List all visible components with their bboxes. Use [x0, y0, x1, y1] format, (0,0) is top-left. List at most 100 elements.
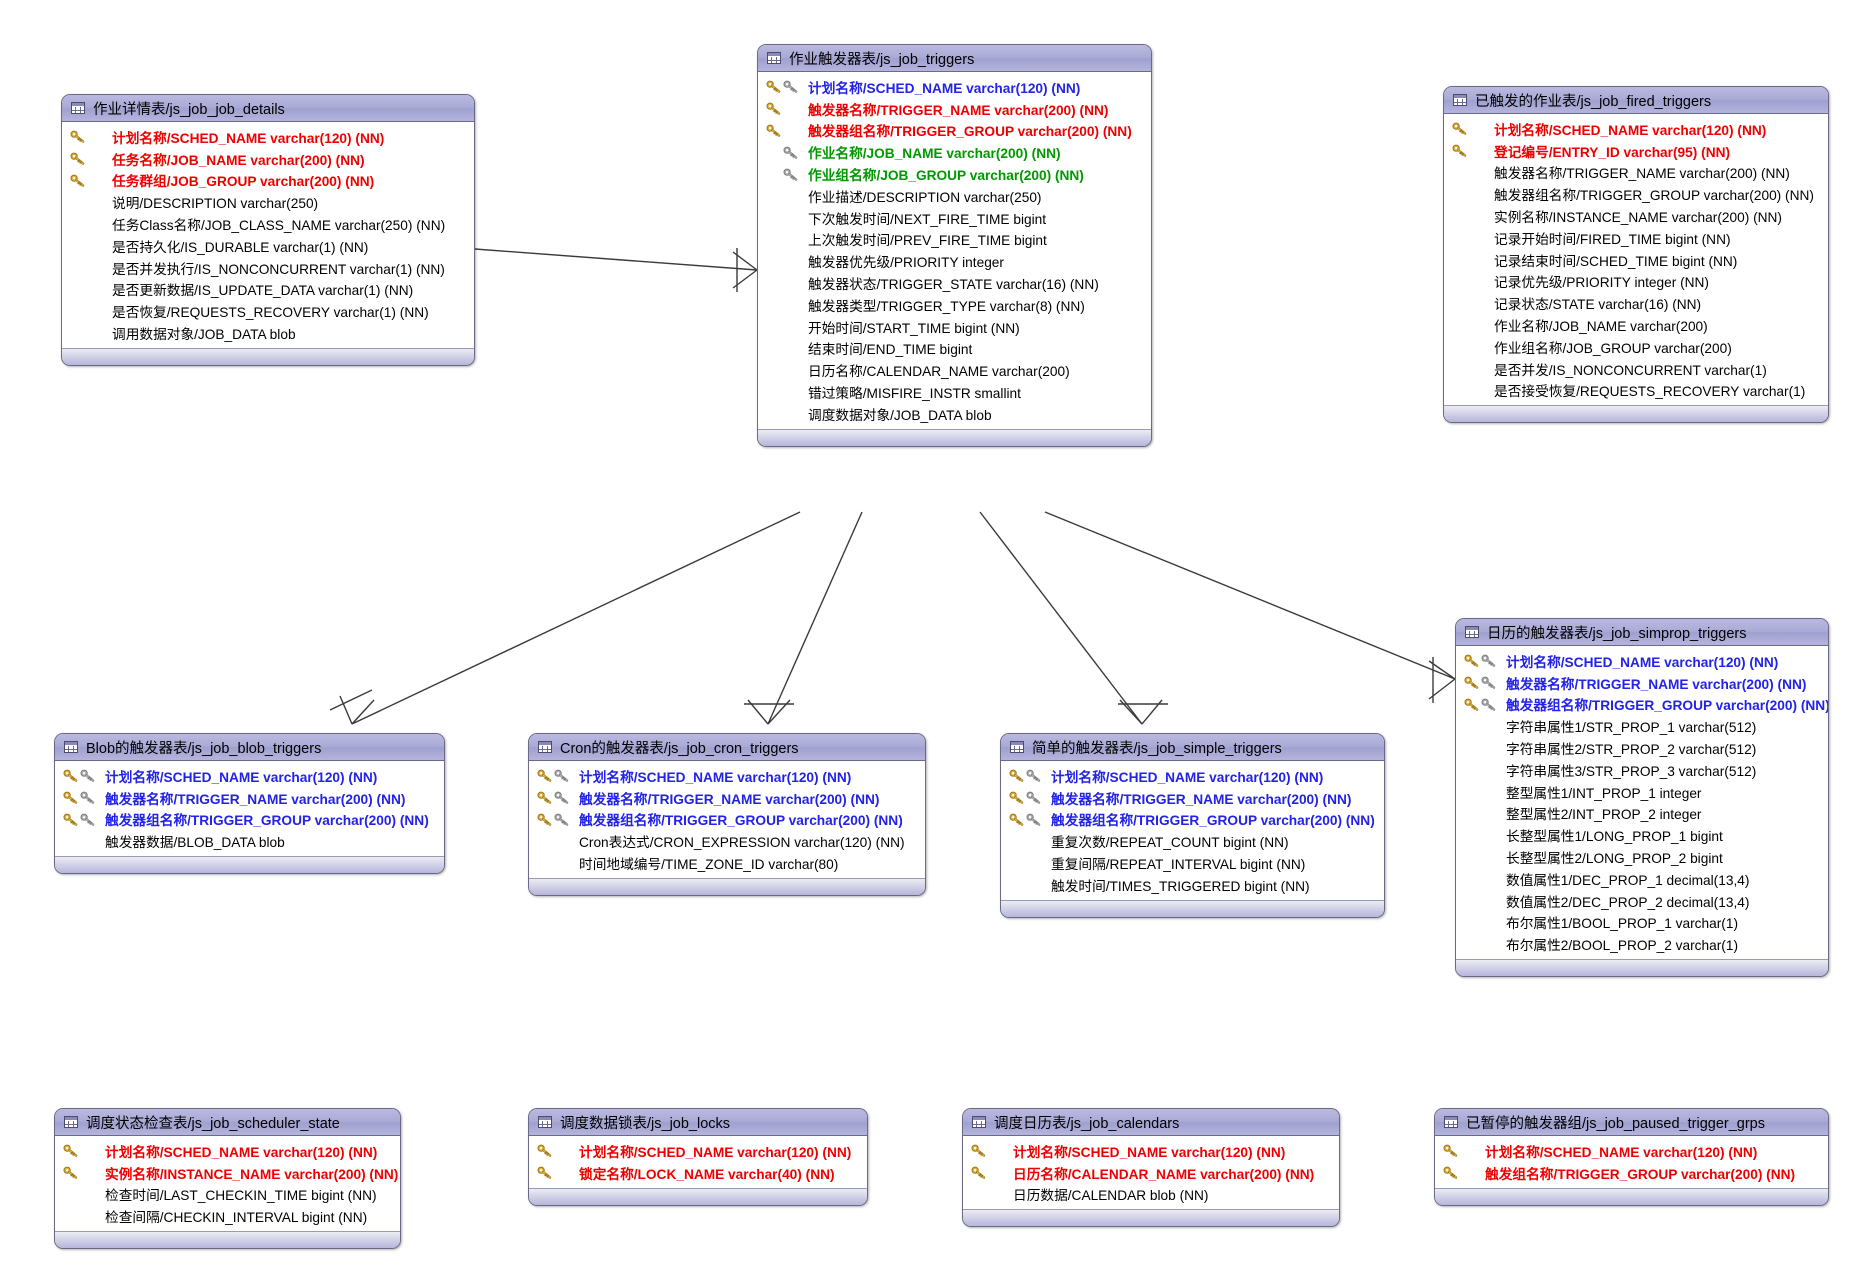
- attribute-row-fired_triggers-11[interactable]: 是否并发/IS_NONCONCURRENT varchar(1): [1444, 358, 1828, 380]
- attribute-row-job_triggers-10[interactable]: 触发器类型/TRIGGER_TYPE varchar(8) (NN): [758, 294, 1151, 316]
- attribute-row-simprop_triggers-5[interactable]: 字符串属性3/STR_PROP_3 varchar(512): [1456, 759, 1828, 781]
- attribute-row-simprop_triggers-3[interactable]: 字符串属性1/STR_PROP_1 varchar(512): [1456, 715, 1828, 737]
- attribute-row-cron_triggers-1[interactable]: 触发器名称/TRIGGER_NAME varchar(200) (NN): [529, 787, 925, 809]
- attribute-row-simprop_triggers-13[interactable]: 布尔属性2/BOOL_PROP_2 varchar(1): [1456, 933, 1828, 955]
- attribute-row-simple_triggers-5[interactable]: 触发时间/TIMES_TRIGGERED bigint (NN): [1001, 874, 1384, 896]
- entity-header-scheduler_state[interactable]: 调度状态检查表/js_job_scheduler_state: [55, 1109, 400, 1136]
- attribute-row-scheduler_state-3[interactable]: 检查间隔/CHECKIN_INTERVAL bigint (NN): [55, 1205, 400, 1227]
- entity-table-paused_trigger_grps[interactable]: 已暂停的触发器组/js_job_paused_trigger_grps 计划名称…: [1434, 1108, 1829, 1206]
- attribute-row-job_details-6[interactable]: 是否并发执行/IS_NONCONCURRENT varchar(1) (NN): [62, 257, 474, 279]
- attribute-row-job_triggers-1[interactable]: 触发器名称/TRIGGER_NAME varchar(200) (NN): [758, 98, 1151, 120]
- attribute-row-fired_triggers-9[interactable]: 作业名称/JOB_NAME varchar(200): [1444, 314, 1828, 336]
- attribute-row-job_triggers-9[interactable]: 触发器状态/TRIGGER_STATE varchar(16) (NN): [758, 272, 1151, 294]
- attribute-row-blob_triggers-2[interactable]: 触发器组名称/TRIGGER_GROUP varchar(200) (NN): [55, 809, 444, 831]
- attribute-row-locks-1[interactable]: 锁定名称/LOCK_NAME varchar(40) (NN): [529, 1162, 867, 1184]
- attribute-row-fired_triggers-0[interactable]: 计划名称/SCHED_NAME varchar(120) (NN): [1444, 118, 1828, 140]
- entity-header-locks[interactable]: 调度数据锁表/js_job_locks: [529, 1109, 867, 1136]
- entity-header-calendars[interactable]: 调度日历表/js_job_calendars: [963, 1109, 1339, 1136]
- entity-table-simple_triggers[interactable]: 简单的触发器表/js_job_simple_triggers 计划名称/SCHE…: [1000, 733, 1385, 918]
- attribute-row-fired_triggers-12[interactable]: 是否接受恢复/REQUESTS_RECOVERY varchar(1): [1444, 380, 1828, 402]
- attribute-row-fired_triggers-1[interactable]: 登记编号/ENTRY_ID varchar(95) (NN): [1444, 140, 1828, 162]
- entity-header-cron_triggers[interactable]: Cron的触发器表/js_job_cron_triggers: [529, 734, 925, 761]
- attribute-row-calendars-1[interactable]: 日历名称/CALENDAR_NAME varchar(200) (NN): [963, 1162, 1339, 1184]
- attribute-row-job_details-9[interactable]: 调用数据对象/JOB_DATA blob: [62, 322, 474, 344]
- attribute-row-simprop_triggers-9[interactable]: 长整型属性2/LONG_PROP_2 bigint: [1456, 846, 1828, 868]
- attribute-row-job_triggers-12[interactable]: 结束时间/END_TIME bigint: [758, 338, 1151, 360]
- attribute-row-fired_triggers-6[interactable]: 记录结束时间/SCHED_TIME bigint (NN): [1444, 249, 1828, 271]
- attribute-row-simprop_triggers-0[interactable]: 计划名称/SCHED_NAME varchar(120) (NN): [1456, 650, 1828, 672]
- attribute-row-job_triggers-3[interactable]: 作业名称/JOB_NAME varchar(200) (NN): [758, 141, 1151, 163]
- entity-table-scheduler_state[interactable]: 调度状态检查表/js_job_scheduler_state 计划名称/SCHE…: [54, 1108, 401, 1250]
- attribute-row-scheduler_state-2[interactable]: 检查时间/LAST_CHECKIN_TIME bigint (NN): [55, 1184, 400, 1206]
- attribute-row-simprop_triggers-4[interactable]: 字符串属性2/STR_PROP_2 varchar(512): [1456, 737, 1828, 759]
- entity-header-paused_trigger_grps[interactable]: 已暂停的触发器组/js_job_paused_trigger_grps: [1435, 1109, 1828, 1136]
- attribute-row-fired_triggers-4[interactable]: 实例名称/INSTANCE_NAME varchar(200) (NN): [1444, 205, 1828, 227]
- attribute-row-simple_triggers-0[interactable]: 计划名称/SCHED_NAME varchar(120) (NN): [1001, 765, 1384, 787]
- attribute-row-calendars-2[interactable]: 日历数据/CALENDAR blob (NN): [963, 1184, 1339, 1206]
- attribute-row-job_details-5[interactable]: 是否持久化/IS_DURABLE varchar(1) (NN): [62, 235, 474, 257]
- entity-table-cron_triggers[interactable]: Cron的触发器表/js_job_cron_triggers 计划名称/SCHE…: [528, 733, 926, 896]
- attribute-row-blob_triggers-0[interactable]: 计划名称/SCHED_NAME varchar(120) (NN): [55, 765, 444, 787]
- attribute-row-simple_triggers-4[interactable]: 重复间隔/REPEAT_INTERVAL bigint (NN): [1001, 852, 1384, 874]
- attribute-row-fired_triggers-8[interactable]: 记录状态/STATE varchar(16) (NN): [1444, 292, 1828, 314]
- entity-table-calendars[interactable]: 调度日历表/js_job_calendars 计划名称/SCHED_NAME v…: [962, 1108, 1340, 1228]
- entity-table-locks[interactable]: 调度数据锁表/js_job_locks 计划名称/SCHED_NAME varc…: [528, 1108, 868, 1206]
- attribute-row-simple_triggers-2[interactable]: 触发器组名称/TRIGGER_GROUP varchar(200) (NN): [1001, 809, 1384, 831]
- entity-table-fired_triggers[interactable]: 已触发的作业表/js_job_fired_triggers 计划名称/SCHED…: [1443, 86, 1829, 424]
- entity-table-simprop_triggers[interactable]: 日历的触发器表/js_job_simprop_triggers 计划名称/SCH…: [1455, 618, 1829, 978]
- attribute-row-simprop_triggers-8[interactable]: 长整型属性1/LONG_PROP_1 bigint: [1456, 824, 1828, 846]
- attribute-row-blob_triggers-3[interactable]: 触发器数据/BLOB_DATA blob: [55, 830, 444, 852]
- attribute-row-job_triggers-11[interactable]: 开始时间/START_TIME bigint (NN): [758, 316, 1151, 338]
- attribute-row-fired_triggers-3[interactable]: 触发器组名称/TRIGGER_GROUP varchar(200) (NN): [1444, 183, 1828, 205]
- entity-header-simprop_triggers[interactable]: 日历的触发器表/js_job_simprop_triggers: [1456, 619, 1828, 646]
- entity-header-fired_triggers[interactable]: 已触发的作业表/js_job_fired_triggers: [1444, 87, 1828, 114]
- attribute-row-job_details-2[interactable]: 任务群组/JOB_GROUP varchar(200) (NN): [62, 170, 474, 192]
- attribute-row-simprop_triggers-6[interactable]: 整型属性1/INT_PROP_1 integer: [1456, 781, 1828, 803]
- attribute-row-fired_triggers-2[interactable]: 触发器名称/TRIGGER_NAME varchar(200) (NN): [1444, 162, 1828, 184]
- attribute-row-job_details-1[interactable]: 任务名称/JOB_NAME varchar(200) (NN): [62, 148, 474, 170]
- entity-table-job_triggers[interactable]: 作业触发器表/js_job_triggers 计划名称/SCHED_NAME v…: [757, 44, 1152, 447]
- attribute-row-job_triggers-14[interactable]: 错过策略/MISFIRE_INSTR smallint: [758, 381, 1151, 403]
- attribute-row-scheduler_state-1[interactable]: 实例名称/INSTANCE_NAME varchar(200) (NN): [55, 1162, 400, 1184]
- entity-table-job_details[interactable]: 作业详情表/js_job_job_details 计划名称/SCHED_NAME…: [61, 94, 475, 366]
- attribute-row-job_triggers-0[interactable]: 计划名称/SCHED_NAME varchar(120) (NN): [758, 76, 1151, 98]
- attribute-row-job_triggers-8[interactable]: 触发器优先级/PRIORITY integer: [758, 250, 1151, 272]
- attribute-row-paused_trigger_grps-1[interactable]: 触发组名称/TRIGGER_GROUP varchar(200) (NN): [1435, 1162, 1828, 1184]
- attribute-row-job_triggers-7[interactable]: 上次触发时间/PREV_FIRE_TIME bigint: [758, 229, 1151, 251]
- attribute-row-cron_triggers-3[interactable]: Cron表达式/CRON_EXPRESSION varchar(120) (NN…: [529, 830, 925, 852]
- attribute-row-blob_triggers-1[interactable]: 触发器名称/TRIGGER_NAME varchar(200) (NN): [55, 787, 444, 809]
- attribute-row-job_triggers-2[interactable]: 触发器组名称/TRIGGER_GROUP varchar(200) (NN): [758, 120, 1151, 142]
- entity-header-job_triggers[interactable]: 作业触发器表/js_job_triggers: [758, 45, 1151, 72]
- attribute-row-simple_triggers-1[interactable]: 触发器名称/TRIGGER_NAME varchar(200) (NN): [1001, 787, 1384, 809]
- attribute-row-simprop_triggers-12[interactable]: 布尔属性1/BOOL_PROP_1 varchar(1): [1456, 912, 1828, 934]
- attribute-row-job_details-0[interactable]: 计划名称/SCHED_NAME varchar(120) (NN): [62, 126, 474, 148]
- attribute-row-cron_triggers-4[interactable]: 时间地域编号/TIME_ZONE_ID varchar(80): [529, 852, 925, 874]
- attribute-row-job_triggers-13[interactable]: 日历名称/CALENDAR_NAME varchar(200): [758, 359, 1151, 381]
- attribute-row-cron_triggers-0[interactable]: 计划名称/SCHED_NAME varchar(120) (NN): [529, 765, 925, 787]
- attribute-row-job_triggers-5[interactable]: 作业描述/DESCRIPTION varchar(250): [758, 185, 1151, 207]
- attribute-row-job_triggers-15[interactable]: 调度数据对象/JOB_DATA blob: [758, 403, 1151, 425]
- entity-table-blob_triggers[interactable]: Blob的触发器表/js_job_blob_triggers 计划名称/SCHE…: [54, 733, 445, 875]
- attribute-row-simprop_triggers-2[interactable]: 触发器组名称/TRIGGER_GROUP varchar(200) (NN): [1456, 694, 1828, 716]
- attribute-row-paused_trigger_grps-0[interactable]: 计划名称/SCHED_NAME varchar(120) (NN): [1435, 1140, 1828, 1162]
- attribute-row-cron_triggers-2[interactable]: 触发器组名称/TRIGGER_GROUP varchar(200) (NN): [529, 809, 925, 831]
- entity-header-simple_triggers[interactable]: 简单的触发器表/js_job_simple_triggers: [1001, 734, 1384, 761]
- attribute-row-job_details-8[interactable]: 是否恢复/REQUESTS_RECOVERY varchar(1) (NN): [62, 300, 474, 322]
- attribute-row-job_details-7[interactable]: 是否更新数据/IS_UPDATE_DATA varchar(1) (NN): [62, 279, 474, 301]
- attribute-row-simple_triggers-3[interactable]: 重复次数/REPEAT_COUNT bigint (NN): [1001, 830, 1384, 852]
- attribute-row-fired_triggers-7[interactable]: 记录优先级/PRIORITY integer (NN): [1444, 271, 1828, 293]
- entity-header-job_details[interactable]: 作业详情表/js_job_job_details: [62, 95, 474, 122]
- attribute-row-job_details-3[interactable]: 说明/DESCRIPTION varchar(250): [62, 191, 474, 213]
- attribute-row-simprop_triggers-10[interactable]: 数值属性1/DEC_PROP_1 decimal(13,4): [1456, 868, 1828, 890]
- attribute-row-simprop_triggers-1[interactable]: 触发器名称/TRIGGER_NAME varchar(200) (NN): [1456, 672, 1828, 694]
- attribute-row-job_details-4[interactable]: 任务Class名称/JOB_CLASS_NAME varchar(250) (N…: [62, 213, 474, 235]
- attribute-row-fired_triggers-10[interactable]: 作业组名称/JOB_GROUP varchar(200): [1444, 336, 1828, 358]
- attribute-row-fired_triggers-5[interactable]: 记录开始时间/FIRED_TIME bigint (NN): [1444, 227, 1828, 249]
- attribute-row-scheduler_state-0[interactable]: 计划名称/SCHED_NAME varchar(120) (NN): [55, 1140, 400, 1162]
- attribute-row-simprop_triggers-11[interactable]: 数值属性2/DEC_PROP_2 decimal(13,4): [1456, 890, 1828, 912]
- attribute-row-simprop_triggers-7[interactable]: 整型属性2/INT_PROP_2 integer: [1456, 803, 1828, 825]
- attribute-row-calendars-0[interactable]: 计划名称/SCHED_NAME varchar(120) (NN): [963, 1140, 1339, 1162]
- attribute-row-job_triggers-4[interactable]: 作业组名称/JOB_GROUP varchar(200) (NN): [758, 163, 1151, 185]
- entity-header-blob_triggers[interactable]: Blob的触发器表/js_job_blob_triggers: [55, 734, 444, 761]
- attribute-row-locks-0[interactable]: 计划名称/SCHED_NAME varchar(120) (NN): [529, 1140, 867, 1162]
